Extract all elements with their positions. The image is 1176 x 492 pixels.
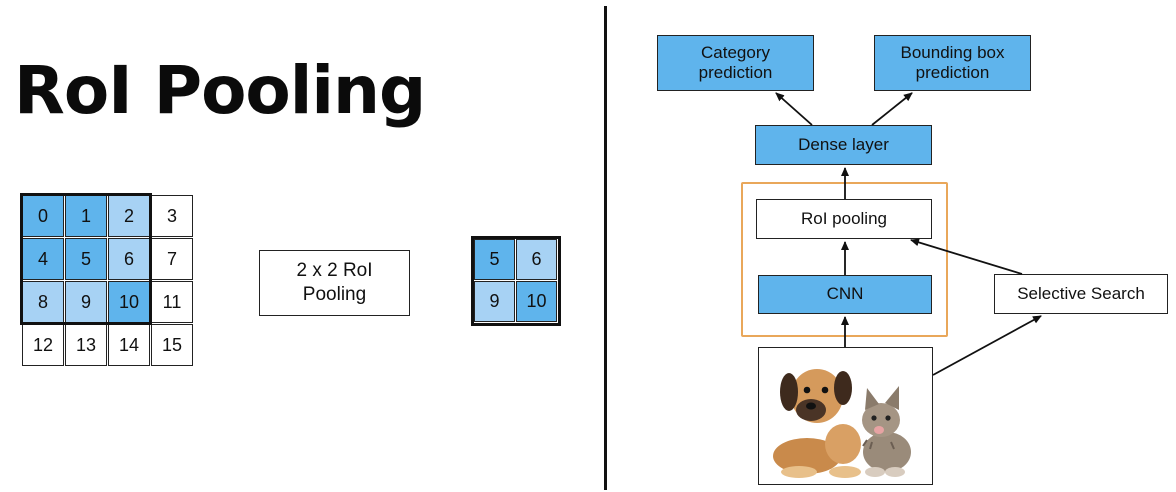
- input-cell-7: 7: [151, 238, 193, 280]
- dog-front-paw: [781, 466, 817, 478]
- input-cell-10: 10: [108, 281, 150, 323]
- output-cell-10: 10: [516, 281, 557, 322]
- output-cell-6: 6: [516, 239, 557, 280]
- page-title: RoI Pooling: [14, 52, 426, 129]
- input-cell-0: 0: [22, 195, 64, 237]
- arrow-image-to-selective-search: [932, 315, 1042, 376]
- dog-nose: [806, 402, 816, 410]
- dog-eye-left: [803, 386, 811, 394]
- roi-pooling-box: RoI pooling: [756, 199, 932, 239]
- cat-head: [862, 403, 900, 437]
- input-image: [758, 347, 933, 485]
- cat-paw-left: [865, 467, 885, 477]
- input-cell-9: 9: [65, 281, 107, 323]
- cnn-box: CNN: [758, 275, 932, 314]
- cat-stripes: [862, 439, 895, 450]
- dense-layer-box: Dense layer: [755, 125, 932, 165]
- selective-search-box: Selective Search: [994, 274, 1168, 314]
- arrow-dense-to-category: [775, 92, 813, 126]
- input-cell-15: 15: [151, 324, 193, 366]
- cat-left-ear: [865, 388, 879, 410]
- input-cell-5: 5: [65, 238, 107, 280]
- cat-mouth: [874, 426, 884, 434]
- dog-left-ear: [780, 373, 798, 411]
- input-cell-12: 12: [22, 324, 64, 366]
- dog-right-ear: [834, 371, 852, 405]
- cat-eye-right: [885, 415, 891, 421]
- dog-chest: [825, 424, 861, 464]
- roi-pooling-operation-box: 2 x 2 RoI Pooling: [259, 250, 410, 316]
- dog-muzzle: [796, 399, 826, 421]
- arrow-dense-to-bbox: [871, 92, 913, 126]
- dog-eye-right: [821, 386, 829, 394]
- vertical-divider: [604, 6, 607, 490]
- dog-and-cat-photo: [773, 369, 911, 478]
- cat-right-ear: [885, 386, 899, 410]
- dog-second-paw: [829, 466, 861, 478]
- cat-eye-left: [871, 415, 877, 421]
- output-cell-5: 5: [474, 239, 515, 280]
- category-prediction-box: Category prediction: [657, 35, 814, 91]
- output-cell-9: 9: [474, 281, 515, 322]
- bbox-prediction-box: Bounding box prediction: [874, 35, 1031, 91]
- cat-paw-right: [885, 467, 905, 477]
- input-cell-2: 2: [108, 195, 150, 237]
- arrow-selective-search-to-roi: [910, 238, 1023, 275]
- cat-body: [863, 432, 911, 472]
- dog-body: [773, 438, 841, 474]
